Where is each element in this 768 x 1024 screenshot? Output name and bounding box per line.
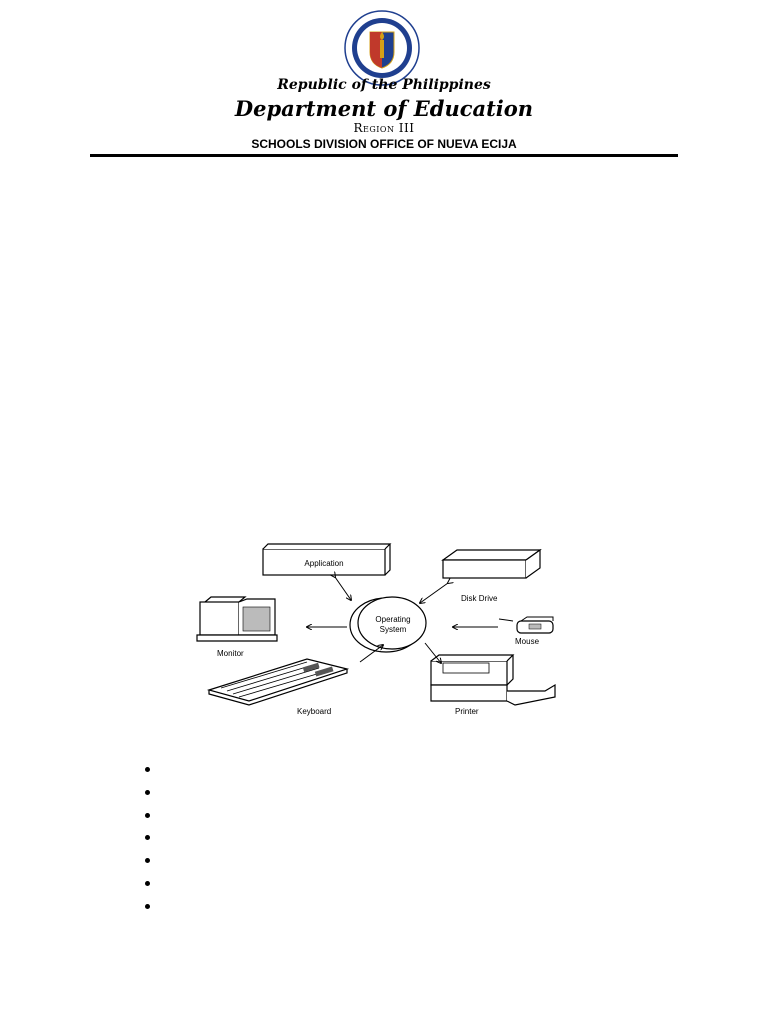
header-department: Department of Education	[234, 96, 534, 121]
mouse-icon	[498, 616, 554, 634]
header-republic: Republic of the Philippines	[277, 77, 491, 93]
disk-drive-label: Disk Drive	[461, 594, 498, 603]
printer-icon	[430, 654, 556, 706]
operating-system-node: Operating System	[349, 596, 427, 653]
keyboard-icon	[206, 658, 350, 706]
disk-os-arrow	[420, 583, 448, 603]
header-rule	[90, 154, 678, 157]
mouse-label: Mouse	[515, 637, 540, 646]
header-region: Region III	[353, 121, 415, 135]
printer-label: Printer	[455, 707, 479, 716]
keyboard-os-arrow	[359, 645, 383, 663]
header-division: SCHOOLS DIVISION OFFICE OF NUEVA ECIJA	[251, 137, 517, 151]
application-os-arrow	[335, 577, 351, 600]
keyboard-label: Keyboard	[297, 707, 331, 716]
deped-seal	[344, 10, 420, 86]
monitor-label: Monitor	[217, 649, 244, 658]
application-box: Application	[262, 543, 392, 576]
application-label: Application	[304, 559, 343, 568]
monitor-icon	[196, 596, 278, 642]
disk-drive-icon	[441, 548, 542, 579]
operating-system-diagram: Application Disk Drive Monitor Operating…	[196, 543, 556, 716]
os-label-line1: Operating	[375, 615, 410, 624]
os-printer-arrow	[424, 642, 441, 663]
os-label-line2: System	[380, 625, 407, 634]
